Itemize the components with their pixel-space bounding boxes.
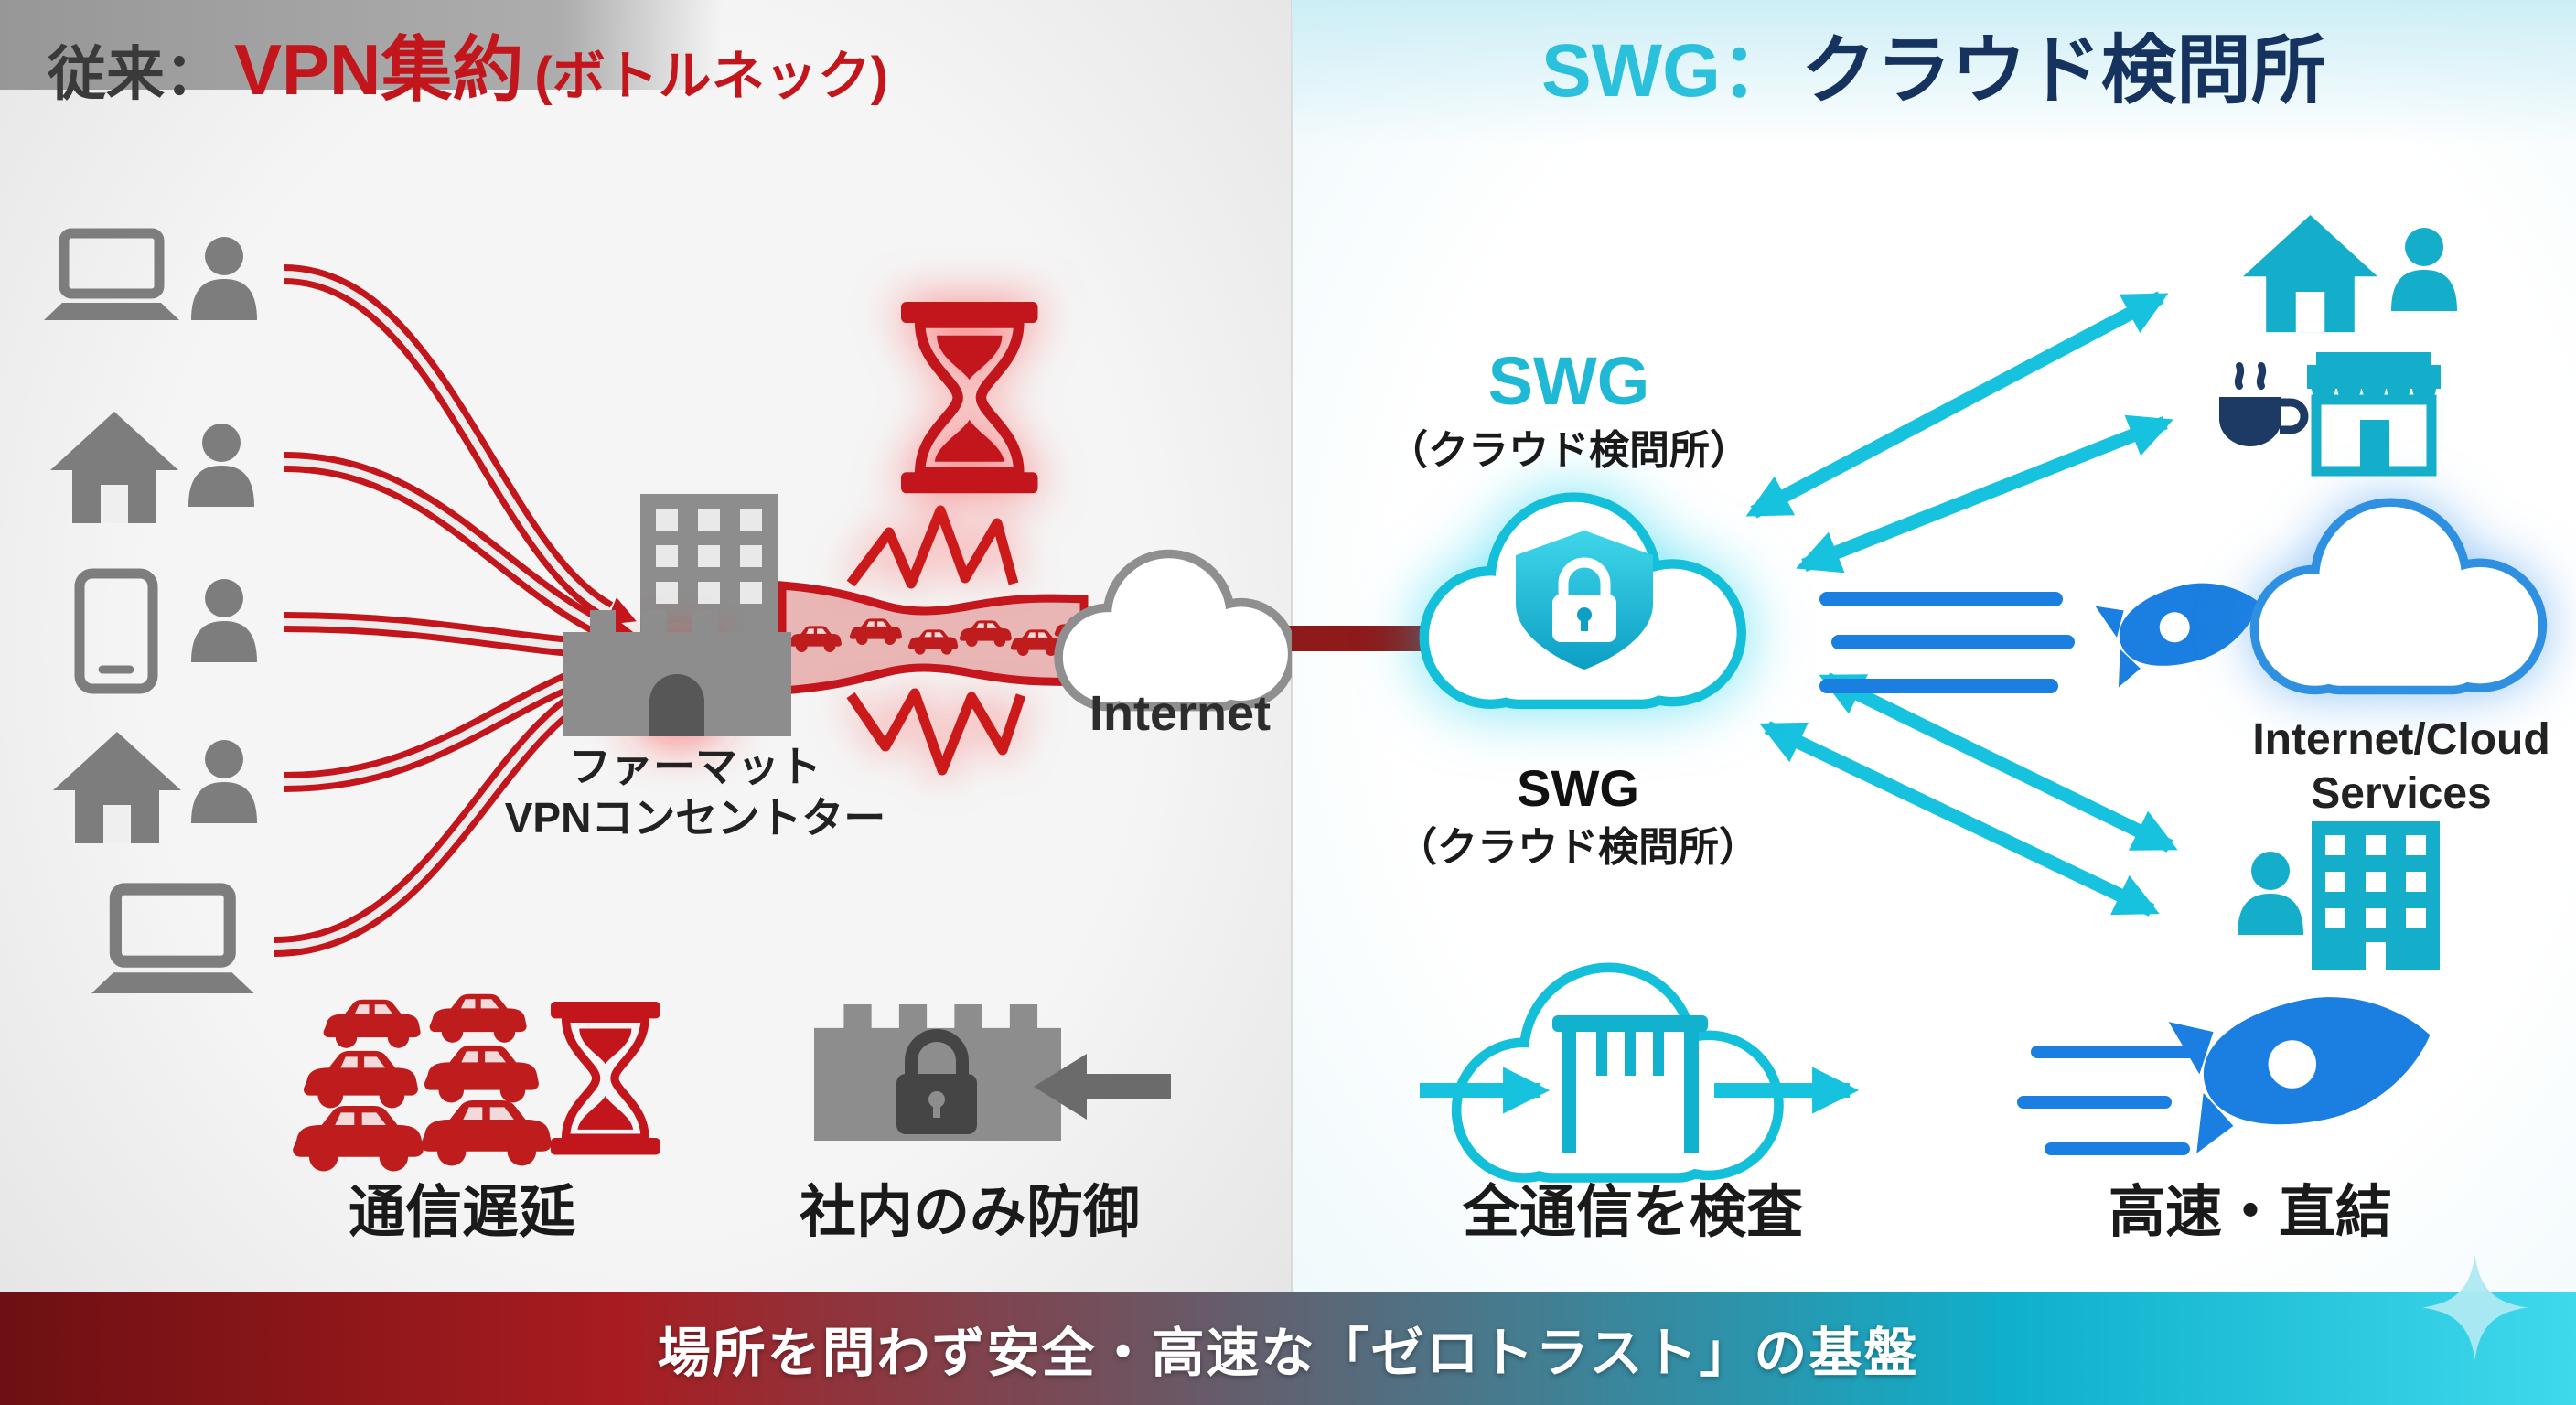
defense-label: 社内のみ防御 <box>799 1181 1140 1244</box>
hourglass-icon <box>901 302 1038 494</box>
delay-label: 通信遅延 <box>348 1181 575 1244</box>
store-icon <box>2307 352 2441 477</box>
cloud-services-icon <box>2249 498 2548 695</box>
cloud-services-label: Internet/Cloud Services <box>2232 713 2571 820</box>
right-title: SWG： クラウド検問所 <box>1292 9 2576 118</box>
perimeter-castle-icon <box>814 1003 1061 1141</box>
swg-cloud-label: SWG （クラウド検問所） <box>1377 757 1779 873</box>
gate-icon <box>1552 1015 1708 1153</box>
dest-cafe-store <box>2219 352 2441 477</box>
fast-label: 高速・直結 <box>2108 1181 2392 1244</box>
user-icon <box>191 237 257 320</box>
inspect-label: 全通信を検査 <box>1462 1181 1803 1244</box>
user-icon <box>2391 228 2457 311</box>
shield-lock-icon <box>1516 531 1653 670</box>
source-home-user-2 <box>53 732 257 843</box>
vpn-lines <box>274 264 639 957</box>
left-title: 従来： VPN集約 (ボトルネック) <box>48 13 888 115</box>
swg-cloud-subtitle: （クラウド検問所） <box>1397 825 1759 871</box>
rocket-icon <box>2095 583 2260 688</box>
internet-label: Internet <box>1089 686 1272 741</box>
laptop-icon <box>91 883 254 993</box>
source-smartphone-user <box>74 568 257 694</box>
rocket-icon-large <box>2168 997 2431 1153</box>
vpn-label-line2: VPNコンセントター <box>504 794 886 842</box>
laptop-icon <box>44 228 179 320</box>
swg-cloud-title: SWG <box>1517 759 1639 817</box>
source-home-user <box>50 412 254 523</box>
bottleneck-pipe <box>778 505 1105 776</box>
user-icon <box>191 579 257 662</box>
swg-top-label: SWG （クラウド検問所） <box>1377 340 1761 476</box>
internet-cloud-icon <box>1054 549 1292 712</box>
speed-lines <box>1819 592 2075 693</box>
left-title-prefix: 従来： <box>48 41 223 107</box>
traffic-jam-icon <box>293 993 552 1172</box>
left-title-suffix: (ボトルネック) <box>534 47 889 106</box>
arrow-to-home <box>1745 291 2169 519</box>
vpn-label-line1: ファーマット <box>569 743 821 790</box>
right-title-main: クラウド検問所 <box>1800 29 2326 113</box>
speed-lines-bottom <box>2017 1046 2199 1155</box>
cloud-services-line2: Services <box>2311 768 2492 818</box>
dest-user-office <box>2238 821 2440 970</box>
left-panel-art <box>44 228 1292 1172</box>
right-title-band <box>1292 0 2576 146</box>
inbound-arrow-icon <box>1034 1054 1171 1120</box>
user-icon <box>2238 852 2303 935</box>
swg-top-subtitle: （クラウド検問所） <box>1388 428 1750 474</box>
arrow-to-office-2 <box>1759 721 2160 917</box>
smartphone-icon <box>74 568 158 694</box>
sparkle-icon <box>2422 1255 2528 1360</box>
arrow-to-office-1 <box>1819 672 2178 853</box>
left-title-main: VPN集約 <box>234 29 524 110</box>
footer-banner: 場所を問わず安全・高速な「ゼロトラスト」の基盤 <box>0 1292 2576 1405</box>
burst-icon <box>846 505 1026 776</box>
source-laptop-user <box>44 228 257 320</box>
lock-icon <box>896 1029 977 1134</box>
dest-home-user <box>2243 215 2457 333</box>
swg-top-title: SWG <box>1487 343 1650 419</box>
firewall-castle-icon <box>563 610 791 736</box>
right-panel-art <box>1292 215 2548 1183</box>
left-title-band <box>0 0 723 90</box>
inspection-cloud-icon <box>1451 962 1784 1183</box>
hourglass-icon-small <box>551 1002 660 1155</box>
office-building-icon <box>2312 821 2440 970</box>
arrow-to-store <box>1796 414 2174 574</box>
home-icon <box>50 412 178 523</box>
user-icon <box>191 740 257 823</box>
source-laptop-2 <box>91 883 254 993</box>
coffee-icon <box>2219 362 2309 446</box>
right-title-prefix: SWG： <box>1541 29 1796 113</box>
swg-arrows <box>1745 291 2178 917</box>
vpn-concentrator-label: ファーマット VPNコンセントター <box>421 741 970 843</box>
user-icon <box>188 424 254 507</box>
home-icon <box>2243 215 2377 333</box>
footer-text: 場所を問わず安全・高速な「ゼロトラスト」の基盤 <box>657 1324 1919 1383</box>
cloud-services-line1: Internet/Cloud <box>2252 715 2550 764</box>
home-icon <box>53 732 181 843</box>
